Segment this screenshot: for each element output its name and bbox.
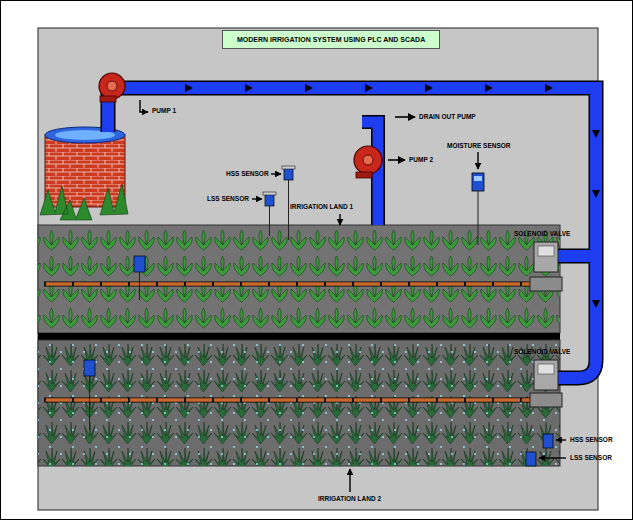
callout-label: LSS SENSOR [570,455,612,462]
callout-label: SOLENOID VALVE [514,231,570,238]
callout-label: HSS SENSOR [570,437,613,444]
callout-label: MOISTURE SENSOR [447,143,511,150]
callout-label: LSS SENSOR [207,196,249,203]
callout-label: DRAIN OUT PUMP [419,114,476,121]
callout-label: HSS SENSOR [226,171,269,178]
callout-label: IRRIGATION LAND 1 [290,204,353,211]
callout-label: IRRIGATION LAND 2 [318,496,381,503]
title-banner: MODERN IRRIGATION SYSTEM USING PLC AND S… [222,30,440,49]
callout-label: SOLENOID VALVE [514,349,570,356]
callout-label: PUMP 1 [152,108,176,115]
callout-label: PUMP 2 [409,157,433,164]
